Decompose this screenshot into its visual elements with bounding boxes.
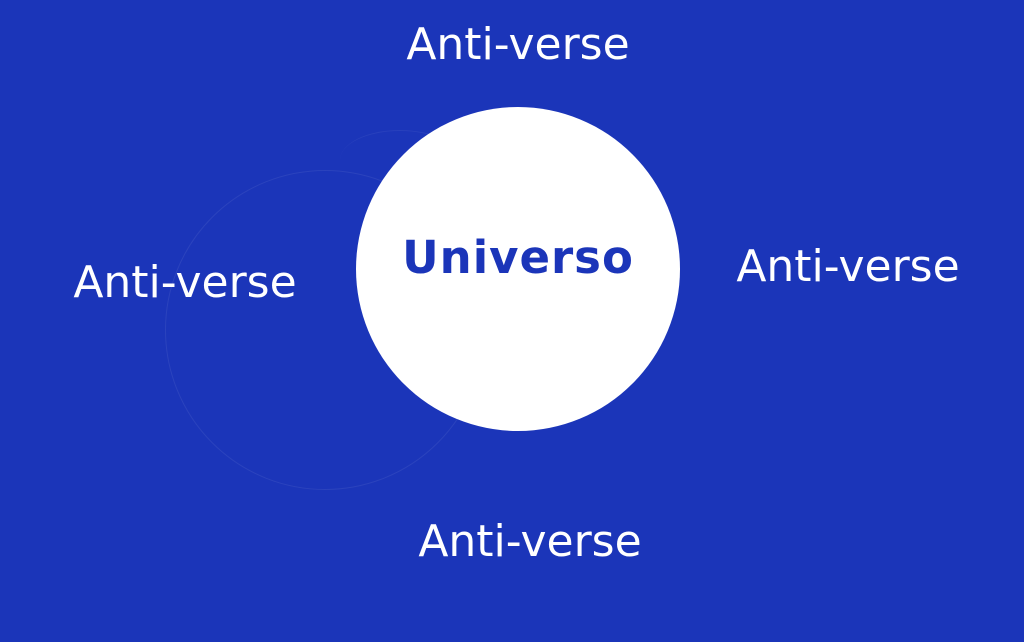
bottom-label: Anti-verse <box>418 516 642 567</box>
center-circle <box>356 107 680 431</box>
left-label: Anti-verse <box>73 257 297 308</box>
faint-arc-decoration <box>340 130 460 190</box>
right-label: Anti-verse <box>736 241 960 292</box>
top-label: Anti-verse <box>406 19 630 70</box>
center-label: Universo <box>402 231 634 284</box>
